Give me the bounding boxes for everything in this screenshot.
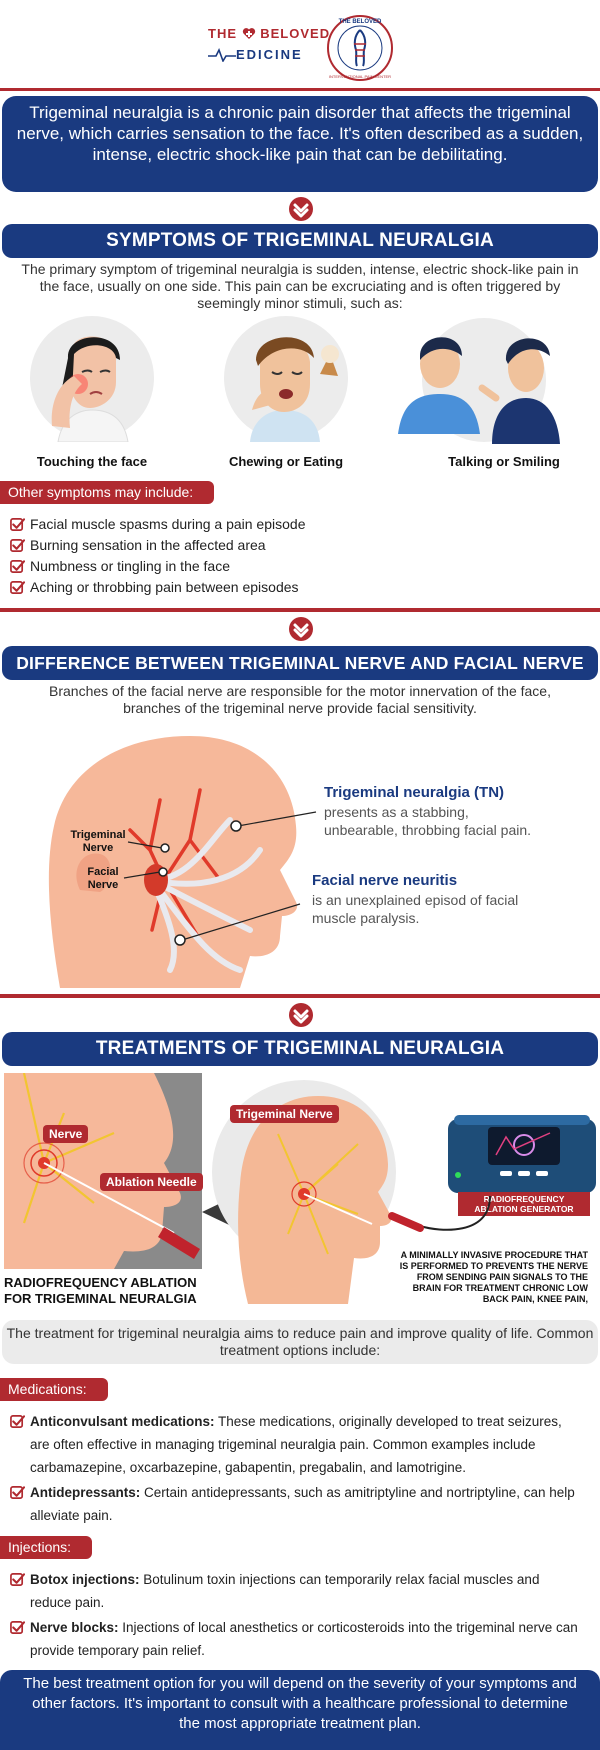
label-trigeminal-nerve: Trigeminal Nerve	[70, 829, 126, 854]
intro-text: Trigeminal neuralgia is a chronic pain d…	[16, 103, 584, 164]
medications-tag: Medications:	[0, 1378, 108, 1401]
checkbox-icon	[10, 1485, 25, 1500]
checkbox-icon	[10, 1572, 25, 1587]
treatments-title: TREATMENTS OF TRIGEMINAL NEURALGIA	[2, 1032, 598, 1066]
list-item: Anticonvulsant medications: These medica…	[10, 1410, 584, 1479]
list-item: Antidepressants: Certain antidepressants…	[10, 1481, 584, 1527]
logo: THE BELOVED EDICINE THE BELOVED INTERVEN…	[208, 14, 398, 84]
list-item: Botox injections: Botulinum toxin inject…	[10, 1568, 584, 1614]
other-symptoms-list: Facial muscle spasms during a pain episo…	[10, 516, 570, 600]
list-item: Numbness or tingling in the face	[10, 558, 570, 574]
pulse-icon	[208, 47, 236, 62]
nerve-tag: Nerve	[43, 1125, 89, 1143]
seal-logo: THE BELOVED INTERVENTIONAL PAIN CENTER	[326, 14, 394, 82]
list-item: Burning sensation in the affected area	[10, 537, 570, 553]
trigger-label-touching: Touching the face	[36, 454, 148, 469]
injections-list: Botox injections: Botulinum toxin inject…	[10, 1568, 584, 1664]
heart-icon	[242, 27, 256, 40]
intro-box: Trigeminal neuralgia is a chronic pain d…	[2, 96, 598, 192]
difference-title: DIFFERENCE BETWEEN TRIGEMINAL NERVE AND …	[2, 646, 598, 680]
head-profile-illustration	[208, 1074, 408, 1304]
list-item: Aching or throbbing pain between episode…	[10, 579, 570, 595]
symptoms-description: The primary symptom of trigeminal neural…	[21, 261, 579, 311]
rfa-closeup-illustration	[4, 1073, 202, 1269]
rf-generator-illustration	[448, 1115, 596, 1195]
rfa-caption: RADIOFREQUENCY ABLATION FOR TRIGEMINAL N…	[4, 1275, 197, 1306]
ablation-needle-tag: Ablation Needle	[100, 1173, 203, 1191]
list-item: Nerve blocks: Injections of local anesth…	[10, 1616, 584, 1662]
trigger-label-talking: Talking or Smiling	[448, 454, 560, 469]
tn-text: presents as a stabbing, unbearable, thro…	[324, 804, 532, 838]
brand-medicine: EDICINE	[236, 47, 303, 62]
injections-tag: Injections:	[0, 1536, 92, 1559]
tn-title: Trigeminal neuralgia (TN)	[324, 784, 505, 801]
divider-3	[0, 994, 600, 998]
brand-beloved: BELOVED	[260, 26, 331, 41]
footer-text: The best treatment option for you will d…	[23, 1675, 577, 1732]
fn-title: Facial nerve neuritis	[312, 872, 458, 889]
seal-bottom-text: INTERVENTIONAL PAIN CENTER	[329, 74, 391, 79]
checkbox-icon	[10, 1414, 25, 1429]
touching-face-illustration	[28, 314, 156, 443]
fn-text: is an unexplained episod of facial muscl…	[312, 892, 519, 926]
list-item: Facial muscle spasms during a pain episo…	[10, 516, 570, 532]
difference-description: Branches of the facial nerve are respons…	[49, 683, 551, 716]
brand-wordmark: THE BELOVED EDICINE	[208, 26, 329, 76]
footer-box: The best treatment option for you will d…	[0, 1670, 600, 1750]
generator-label: RADIOFREQUENCY ABLATION GENERATOR	[458, 1192, 590, 1216]
procedure-note: A MINIMALLY INVASIVE PROCEDURE THAT IS P…	[399, 1250, 588, 1304]
label-facial-nerve: Facial Nerve	[87, 866, 119, 891]
seal-top-text: THE BELOVED	[339, 19, 382, 25]
brand-the: THE	[208, 26, 237, 41]
treatments-intro: The treatment for trigeminal neuralgia a…	[6, 1325, 594, 1358]
divider-2	[0, 608, 600, 612]
checkbox-icon	[10, 1620, 25, 1635]
symptoms-title: SYMPTOMS OF TRIGEMINAL NEURALGIA	[2, 224, 598, 258]
trigeminal-nerve-tag: Trigeminal Nerve	[230, 1105, 339, 1123]
talking-illustration	[392, 316, 568, 444]
treatments-intro-box: The treatment for trigeminal neuralgia a…	[2, 1320, 598, 1364]
medications-list: Anticonvulsant medications: These medica…	[10, 1410, 584, 1529]
divider-top	[0, 88, 600, 91]
other-symptoms-tag: Other symptoms may include:	[0, 481, 214, 504]
arrow-down-icon	[288, 1002, 314, 1028]
chewing-illustration	[222, 314, 350, 442]
probe-cable	[388, 1196, 491, 1232]
trigger-label-chewing: Chewing or Eating	[228, 454, 344, 469]
